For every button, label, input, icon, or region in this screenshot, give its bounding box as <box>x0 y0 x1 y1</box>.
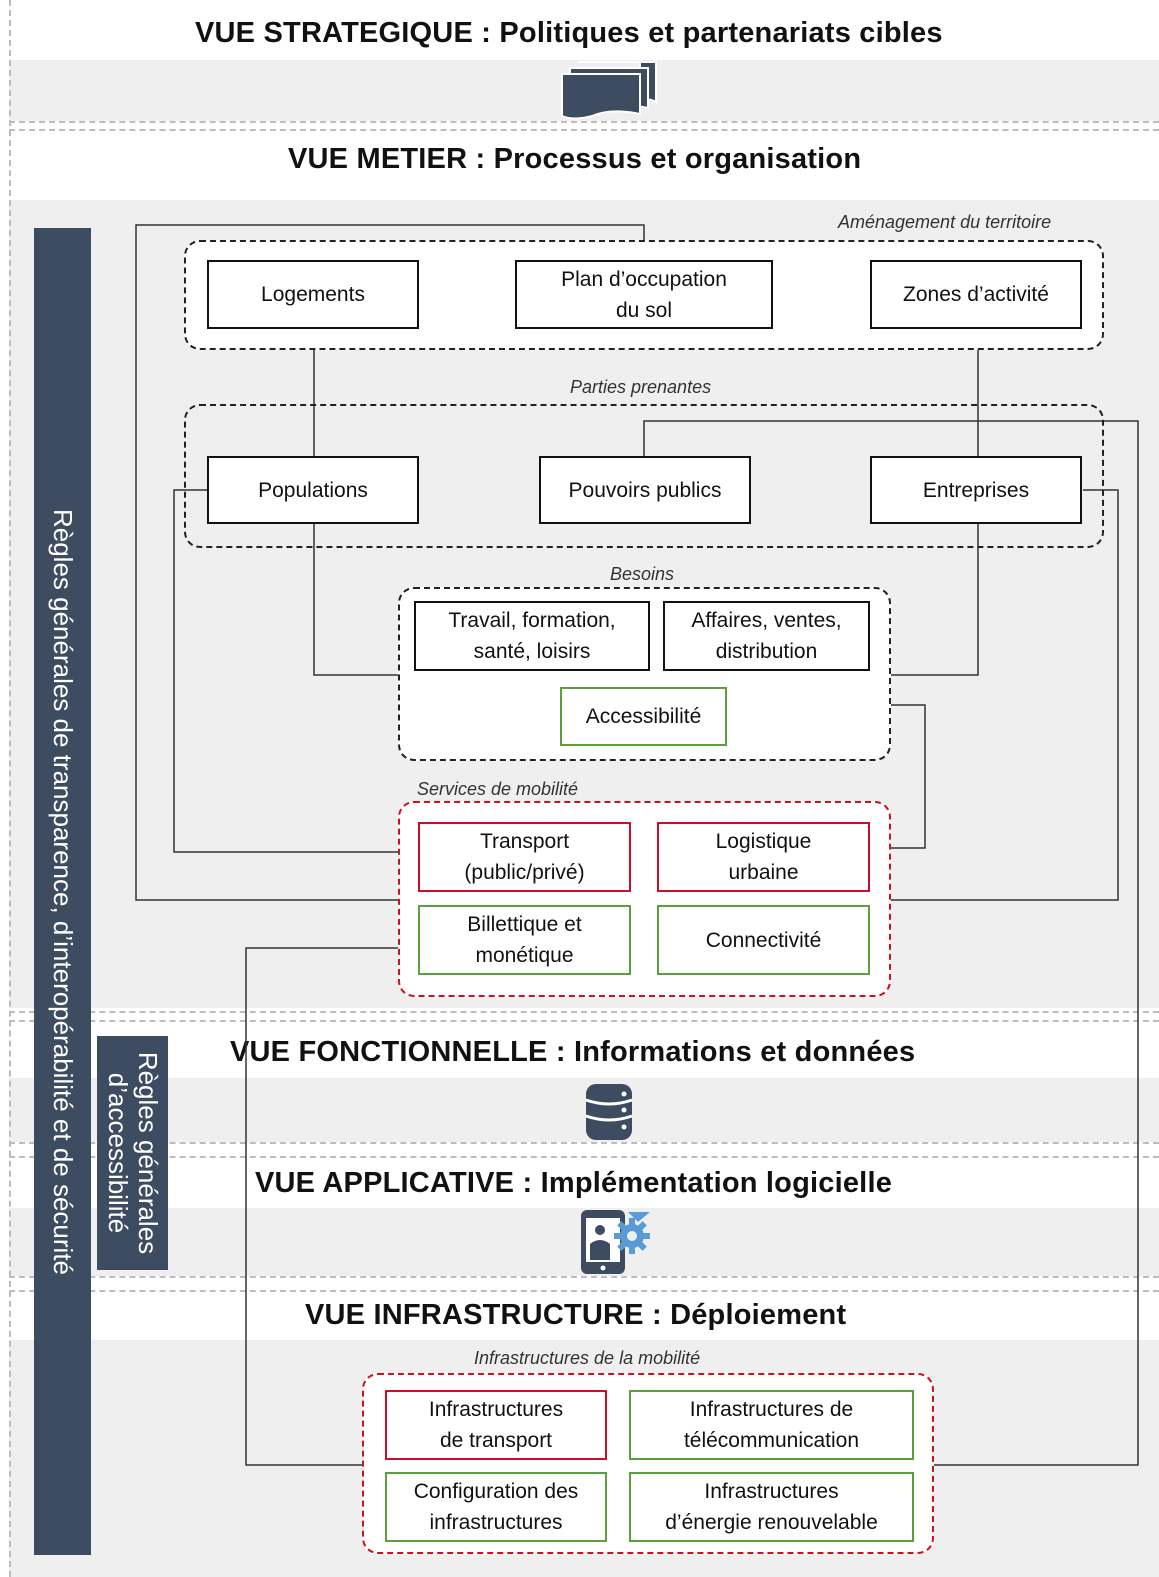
connector-line <box>135 224 645 901</box>
connector-line <box>891 489 1119 901</box>
box-infra-telecommunication: Infrastructures de télécommunication <box>629 1390 914 1460</box>
group-label-infrastructures: Infrastructures de la mobilité <box>474 1348 701 1368</box>
box-logistique-urbaine: Logistique urbaine <box>657 822 870 892</box>
box-connectivite: Connectivité <box>657 905 870 975</box>
connector-line <box>643 420 1139 1466</box>
fonctionnelle-band <box>9 1078 1159 1142</box>
documents-stack-icon <box>561 61 657 120</box>
separator <box>9 1011 1159 1013</box>
layer-title-applicative: VUE APPLICATIVE : Implémentation logicie… <box>255 1167 893 1199</box>
box-accessibilite: Accessibilité <box>560 687 727 746</box>
layer-title-metier: VUE METIER : Processus et organisation <box>288 143 862 175</box>
box-logements: Logements <box>207 260 419 329</box>
left-dashed-border <box>9 0 11 1577</box>
mobile-app-settings-icon <box>581 1210 650 1274</box>
separator <box>9 1290 1159 1292</box>
box-entreprises: Entreprises <box>870 456 1082 524</box>
box-infra-energie: Infrastructures d’énergie renouvelable <box>629 1472 914 1542</box>
box-transport: Transport (public/privé) <box>418 822 631 892</box>
separator <box>9 1020 1159 1022</box>
box-infra-transport: Infrastructures de transport <box>385 1390 607 1460</box>
layer-title-strategique: VUE STRATEGIQUE : Politiques et partenar… <box>195 17 943 49</box>
separator <box>9 129 1159 131</box>
separator <box>9 121 1159 123</box>
group-label-parties-prenantes: Parties prenantes <box>570 377 712 397</box>
layer-title-fonctionnelle: VUE FONCTIONNELLE : Informations et donn… <box>230 1036 916 1068</box>
box-configuration-infra: Configuration des infrastructures <box>385 1472 607 1542</box>
layer-title-infrastructure: VUE INFRASTRUCTURE : Déploiement <box>305 1299 847 1331</box>
separator <box>9 1276 1159 1278</box>
box-pouvoirs-publics: Pouvoirs publics <box>539 456 751 524</box>
general-rules-bar: Règles générales de transparence, d’inte… <box>34 228 91 1555</box>
database-icon <box>585 1084 633 1140</box>
group-parties-prenantes <box>184 404 1104 548</box>
box-affaires-ventes: Affaires, ventes, distribution <box>663 601 870 671</box>
box-travail-formation: Travail, formation, santé, loisirs <box>414 601 650 671</box>
separator <box>9 1142 1159 1144</box>
group-label-amenagement: Aménagement du territoire <box>838 212 1052 232</box>
connector-line <box>313 524 398 676</box>
connector-line <box>245 947 398 1466</box>
accessibility-rules-bar: Règles générales d’accessibilité <box>97 1036 168 1270</box>
box-plan-occupation: Plan d’occupation du sol <box>515 260 773 329</box>
group-label-besoins: Besoins <box>610 564 675 584</box>
group-label-services: Services de mobilité <box>417 779 579 799</box>
connector-line <box>891 524 979 676</box>
connector-line <box>891 704 926 849</box>
separator <box>9 1156 1159 1158</box>
connector-line <box>173 489 398 853</box>
box-billettique: Billettique et monétique <box>418 905 631 975</box>
box-zones-activite: Zones d’activité <box>870 260 1082 329</box>
box-populations: Populations <box>207 456 419 524</box>
